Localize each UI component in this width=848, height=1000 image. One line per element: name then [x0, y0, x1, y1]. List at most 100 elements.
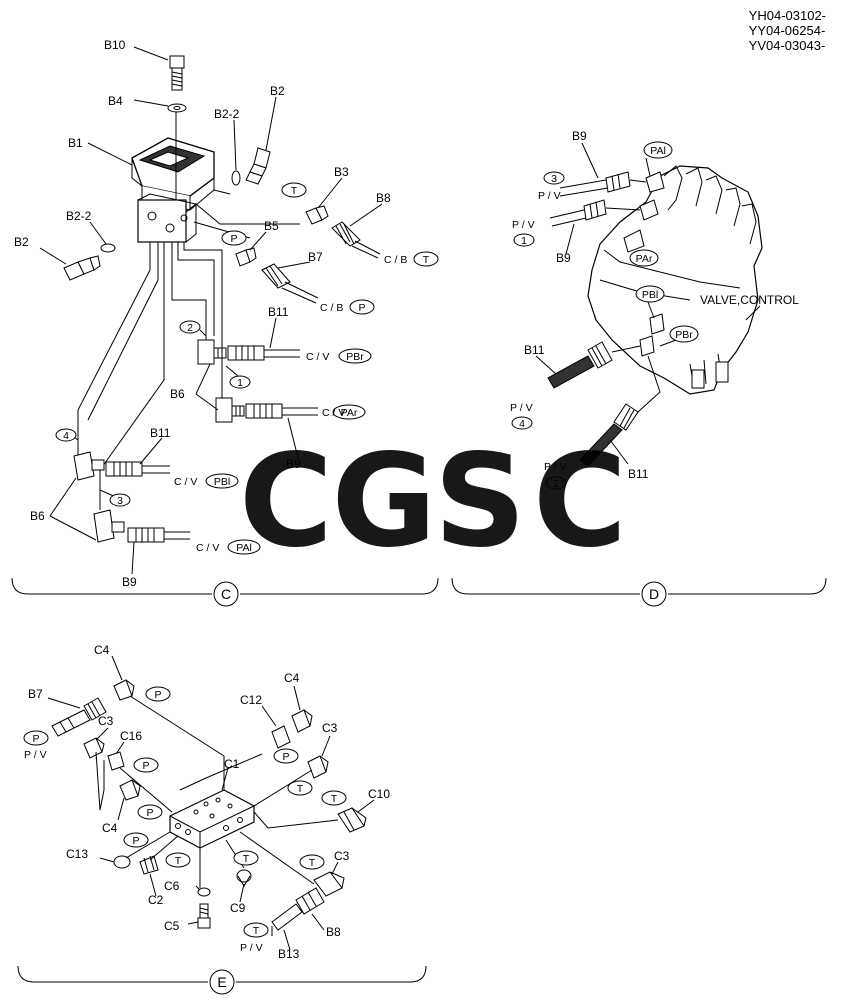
port-p: P: [282, 751, 289, 763]
hose-b11-left: [547, 341, 641, 389]
label-c3: C3: [334, 849, 350, 863]
label-b6-top: B6: [170, 387, 185, 401]
label-c10: C10: [368, 787, 390, 801]
label-b7: B7: [28, 687, 43, 701]
watermark-letter: C: [239, 427, 333, 576]
serial-number-block: YH04-03102- YY04-06254- YV04-03043-: [749, 8, 826, 53]
circled-number: 4: [63, 430, 69, 442]
label-b1: B1: [68, 136, 83, 150]
port-par: PAr: [341, 407, 358, 419]
connection-pv: P / V: [538, 190, 561, 202]
watermark-letter: C: [533, 427, 627, 576]
fitting-c10: [337, 807, 367, 833]
connection-pv: P / V: [512, 219, 535, 231]
label-b8: B8: [326, 925, 341, 939]
label-b11-top: B11: [268, 305, 289, 319]
valve-control-label: VALVE,CONTROL: [700, 293, 799, 307]
connection-cv: C / V: [174, 476, 197, 488]
label-b9-bottom: B9: [122, 575, 137, 589]
elbow-b6-lower: [73, 451, 105, 481]
bolt-c5: [197, 903, 211, 929]
label-c4: C4: [284, 671, 300, 685]
hose-fitting-b9-bottom: [127, 527, 190, 543]
elbow-c3-bottom: [313, 871, 345, 897]
pressure-switch-b2-top: [245, 147, 271, 185]
port-pal: PAl: [650, 145, 666, 157]
label-c4: C4: [94, 643, 110, 657]
hose-b11-bottom: [579, 355, 661, 467]
label-b11-mid: B11: [150, 426, 171, 440]
manifold-block-c1: [169, 789, 255, 849]
elbow-b6-top: [197, 339, 227, 365]
connection-cb: C / B: [320, 302, 343, 314]
label-b11: B11: [628, 467, 649, 481]
label-c3: C3: [322, 721, 338, 735]
label-b3: B3: [334, 165, 349, 179]
label-b4: B4: [108, 94, 123, 108]
circled-number: 3: [117, 495, 123, 507]
circled-number: 2: [553, 478, 559, 490]
circled-number: 2: [187, 322, 193, 334]
port-pbr: PBr: [675, 329, 693, 341]
label-b7: B7: [308, 250, 323, 264]
view-badge-e: E: [217, 974, 226, 990]
port-p: P: [358, 302, 365, 314]
watermark-letter: S: [434, 427, 526, 576]
label-b9: B9: [556, 251, 571, 265]
label-b5: B5: [264, 219, 279, 233]
port-t: T: [297, 783, 304, 795]
serial-number: YV04-03043-: [748, 38, 826, 53]
circled-number: 3: [551, 173, 557, 185]
connection-cv: C / V: [322, 407, 345, 419]
port-p: P: [230, 233, 237, 245]
port-t: T: [423, 254, 430, 266]
connection-pv: P / V: [24, 749, 47, 761]
hose-b9-mid: [549, 199, 641, 227]
view-c-labels: B10 B4 B1 B2-2 B2 B2-2 B2 B3 B8 B5 B7 B1…: [14, 38, 439, 602]
port-t: T: [243, 853, 250, 865]
watermark: C G S C: [239, 427, 627, 576]
port-t: T: [331, 793, 338, 805]
label-c5: C5: [164, 919, 180, 933]
connection-cv: C / V: [306, 351, 329, 363]
bolt-b10: [169, 55, 185, 91]
view-d-labels: B9 B9 B11 B11 VALVE,CONTROL PAl PAr PBl …: [510, 129, 799, 602]
connection-pv: P / V: [544, 461, 567, 473]
hose-b7: [51, 697, 107, 737]
label-b13: B13: [278, 947, 300, 961]
label-c13: C13: [66, 847, 88, 861]
circled-number: 4: [519, 418, 525, 430]
label-c6: C6: [164, 879, 180, 893]
pilot-valve-b1: [131, 110, 215, 243]
port-p: P: [154, 689, 161, 701]
port-pbl: PBl: [214, 476, 230, 488]
port-p: P: [32, 733, 39, 745]
port-pbl: PBl: [642, 289, 658, 301]
label-b2-left: B2: [14, 235, 29, 249]
port-t: T: [291, 185, 298, 197]
label-b9: B9: [572, 129, 587, 143]
port-pbr: PBr: [346, 351, 364, 363]
label-b9-mid: B9: [286, 457, 301, 471]
hose-fitting-b9-mid: [245, 403, 318, 419]
elbow-b6-mid: [215, 397, 245, 423]
port-pal: PAl: [236, 542, 252, 554]
elbow-b6-bottom: [93, 509, 125, 543]
circled-number: 1: [521, 235, 527, 247]
port-t: T: [253, 925, 260, 937]
port-par: PAr: [636, 253, 653, 265]
hose-fitting-b11-top: [227, 345, 300, 361]
view-d: [451, 142, 827, 607]
label-c2: C2: [148, 893, 164, 907]
hose-b8: [271, 887, 325, 931]
label-b2-2-left: B2-2: [66, 209, 92, 223]
hose-fitting-b7: [261, 263, 319, 304]
watermark-letter: G: [331, 427, 436, 576]
label-c16: C16: [120, 729, 142, 743]
label-b11: B11: [524, 343, 545, 357]
view-c: [11, 46, 439, 607]
label-b2-2-top: B2-2: [214, 107, 240, 121]
hose-fitting-b11-mid: [105, 461, 170, 477]
label-b2-top: B2: [270, 84, 285, 98]
